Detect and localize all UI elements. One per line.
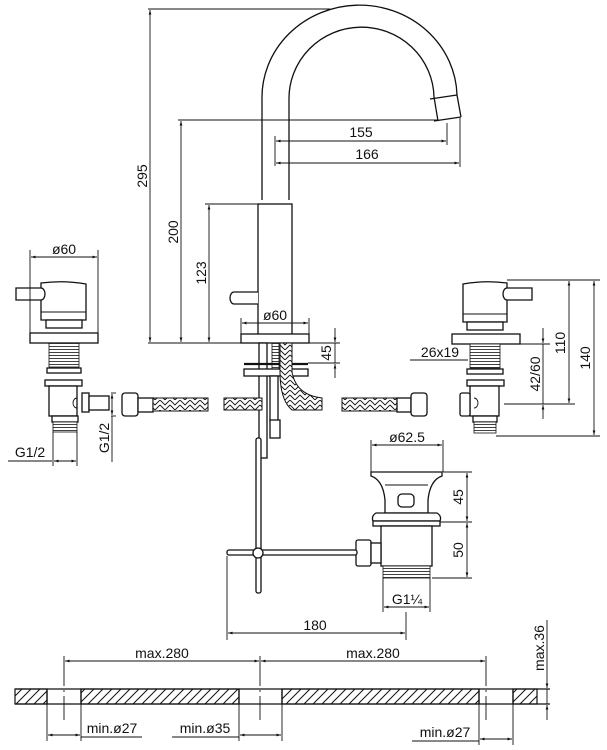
left-outlet-thread (52, 421, 78, 433)
waste-body (380, 525, 433, 567)
right-tee-knob (459, 392, 471, 417)
deck-segment-1 (14, 688, 48, 705)
right-tee-neck (472, 415, 498, 423)
left-tee-outlet-thread (81, 392, 90, 413)
spout (223, 4, 462, 459)
dim-right-total-height: 140 (577, 346, 593, 370)
waste-nut (371, 512, 442, 522)
left-hose-nut (121, 392, 139, 417)
left-tee-port (72, 397, 78, 409)
left-valve (15, 281, 110, 433)
left-base-plate (29, 332, 99, 344)
pop-up-rod-fitting (370, 542, 382, 564)
right-valve-dimensions: 26x19 42/60 110 140 (410, 279, 600, 437)
waste-thread (382, 565, 431, 579)
waste-overflow-slot (397, 493, 415, 508)
left-tee-neck (51, 415, 79, 423)
spout-washer (243, 368, 309, 377)
right-handle (462, 281, 508, 323)
pop-up-rod-vertical (255, 437, 262, 594)
left-valve-dimensions: ø60 G1/2 G1/2 (8, 241, 116, 466)
waste-dimensions: ø62.5 45 50 G1¼ 180 (226, 429, 472, 640)
left-lever (15, 287, 46, 301)
dim-hole-right-diameter: min.ø27 (420, 724, 471, 740)
dim-spout-reach-outer: 166 (355, 146, 379, 162)
left-hose (121, 392, 209, 417)
deck-segment-4 (512, 688, 538, 705)
dim-left-outlet-thread: G1/2 (15, 444, 46, 460)
left-nut-ring (46, 367, 82, 374)
spout-lever (229, 291, 258, 305)
right-base-plate (451, 333, 521, 345)
spout-hose-pipe (269, 375, 279, 422)
dim-hole-center-diameter: min.ø35 (180, 720, 231, 736)
spout-outer-curve (261, 4, 462, 200)
dim-right-shank-size: 26x19 (421, 344, 459, 360)
right-nut (466, 379, 505, 387)
pop-up-rod-connector (355, 539, 372, 567)
deck-segment-2 (80, 688, 240, 705)
spout-hose-left (223, 397, 263, 411)
dim-hole-left-diameter: min.ø27 (87, 720, 138, 736)
right-outlet-thread (473, 421, 497, 434)
dim-pop-up-rod-reach: 180 (303, 617, 327, 633)
right-collar (466, 321, 504, 331)
dim-waste-thread: G1¼ (392, 591, 423, 607)
dim-waste-diameter: ø62.5 (389, 429, 425, 445)
spout-shank (271, 342, 280, 372)
dim-hole-spacing-right: max.280 (346, 645, 400, 661)
spout-hose-right (279, 342, 323, 411)
left-hose-braid (152, 397, 209, 412)
dim-deck-thickness: max.36 (531, 625, 547, 671)
spout-base (240, 333, 310, 344)
spout-inner-curve (288, 26, 439, 200)
dim-right-shank-range: 42/60 (527, 356, 543, 391)
right-tee-body (469, 385, 500, 417)
left-tee-body (48, 385, 78, 417)
dim-spout-base-diameter: ø60 (263, 307, 287, 323)
waste-washer (372, 520, 441, 527)
dim-spout-reach-inner: 155 (349, 124, 373, 140)
left-hose-ferrule (137, 397, 154, 413)
pop-up-waste (226, 437, 443, 594)
right-hose-ferrule (396, 397, 412, 413)
spout-dimensions: 295 200 123 155 166 ø60 45 (134, 8, 461, 378)
dim-spout-total-height: 295 (134, 164, 150, 188)
right-nut-ring (466, 368, 504, 375)
left-tee-outlet (88, 395, 110, 411)
left-handle (40, 281, 87, 321)
dim-spout-body-height: 123 (193, 261, 209, 285)
right-hose-braid (341, 397, 398, 412)
dim-hole-spacing-left: max.280 (135, 645, 189, 661)
deck-section (14, 656, 550, 720)
left-shank (48, 342, 80, 368)
spout-body (257, 203, 293, 343)
right-valve (451, 281, 533, 434)
right-shank (469, 343, 501, 369)
dim-waste-top-height: 45 (450, 489, 466, 505)
pop-up-rod-pivot (252, 547, 264, 559)
left-nut (44, 379, 83, 387)
dim-left-handle-diameter: ø60 (52, 241, 76, 257)
right-lever (502, 287, 533, 301)
pop-up-rod-horizontal (226, 549, 358, 556)
dim-waste-body-height: 50 (450, 542, 466, 558)
deck-segment-3 (281, 688, 480, 705)
left-collar (45, 319, 83, 329)
spout-pipe-end (269, 419, 281, 439)
deck-dimensions: max.280 max.280 min.ø27 min.ø35 min.ø27 … (46, 620, 549, 745)
right-hose (341, 392, 428, 417)
dim-spout-outlet-height: 200 (165, 220, 181, 244)
dim-left-connector-thread: G1/2 (96, 423, 112, 454)
dim-right-valve-height: 110 (552, 332, 568, 355)
spout-outlet (429, 94, 462, 122)
right-hose-nut (410, 392, 428, 417)
dim-spout-shank-length: 45 (318, 345, 334, 361)
right-tee-port (473, 397, 479, 409)
